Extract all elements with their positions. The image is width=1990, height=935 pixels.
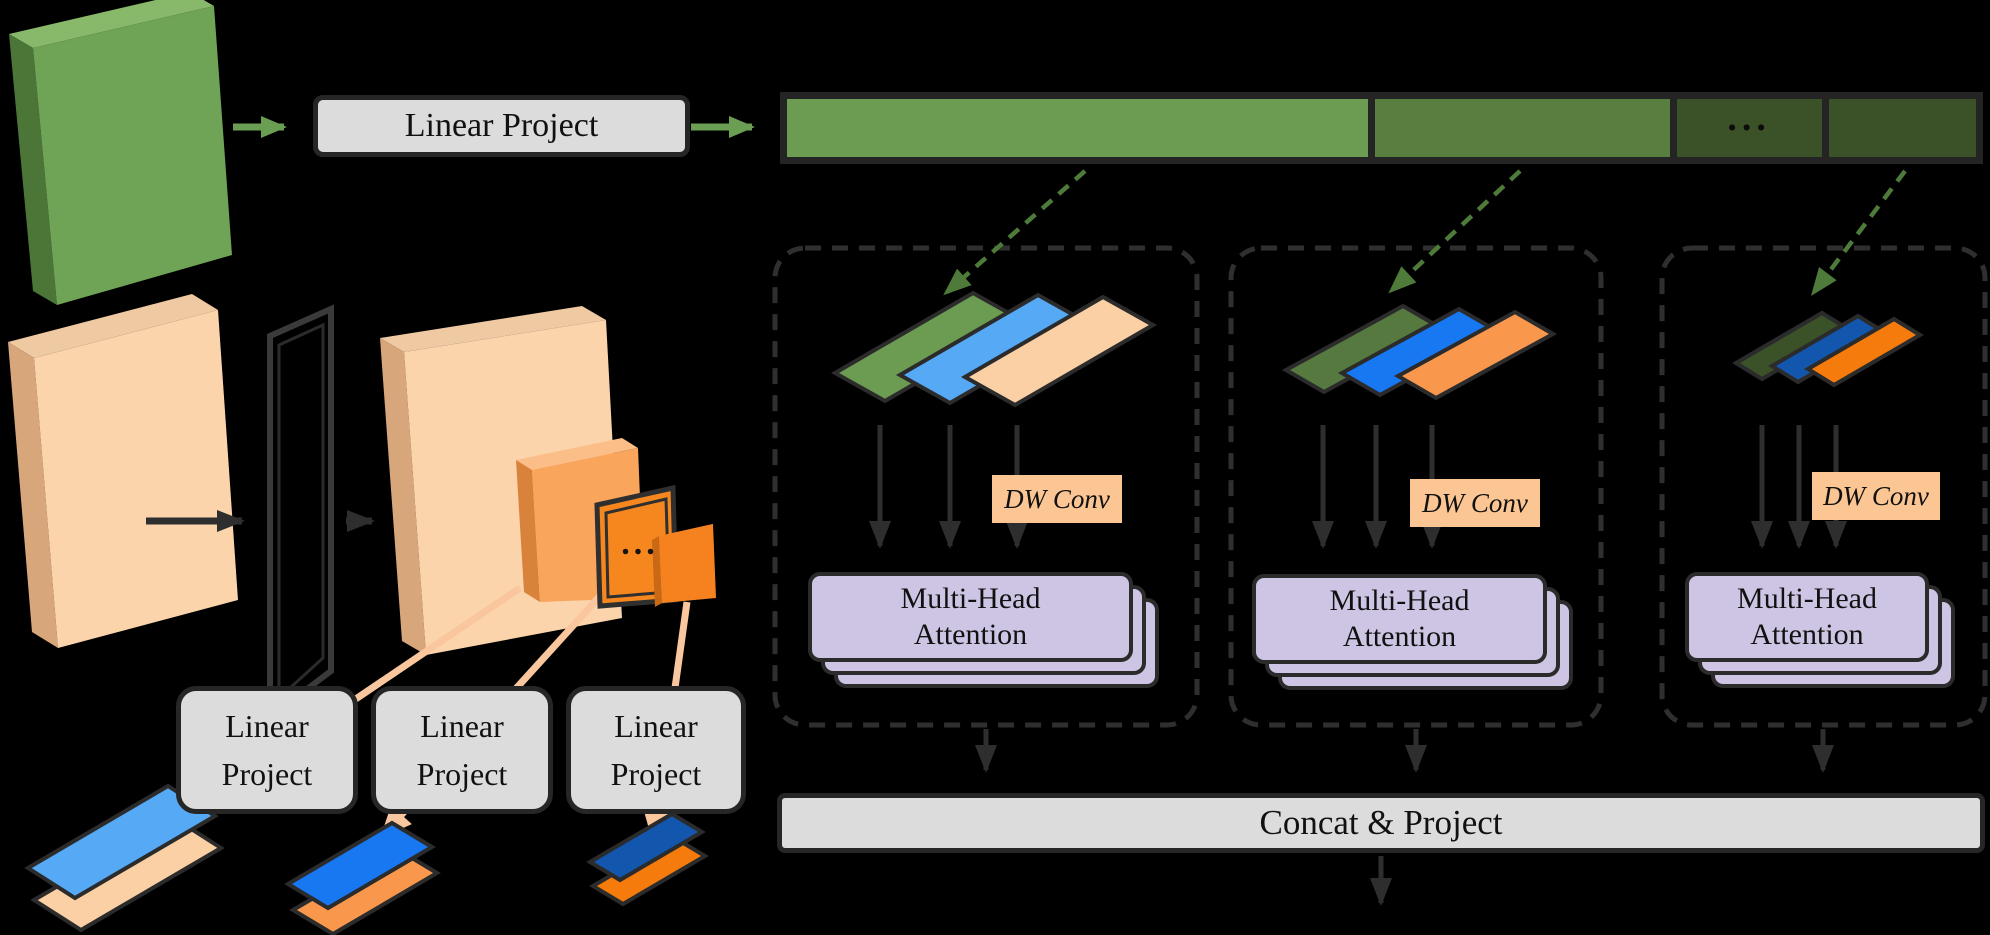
token-sequence-bar: ... xyxy=(780,92,1983,164)
multi-head-attention-stack-3: Multi-Head Attention xyxy=(1685,572,1955,688)
linear-project-top-label: Linear Project xyxy=(404,107,599,144)
mha-line1: Multi-Head xyxy=(1329,584,1470,617)
token-segment-4 xyxy=(1828,99,1977,157)
concat-project-bar: Concat & Project xyxy=(777,793,1985,853)
token-dashed-arrow-2 xyxy=(1388,169,1522,294)
mha-line2: Attention xyxy=(913,618,1028,651)
projected-pair-1-icon xyxy=(24,783,225,933)
dw-conv-box-1: DW Conv xyxy=(992,475,1122,523)
mha-box-1: Multi-Head Attention xyxy=(808,572,1133,662)
token-segment-ellipsis: ... xyxy=(1676,97,1822,157)
dw-conv-box-3: DW Conv xyxy=(1812,472,1940,520)
multi-head-attention-stack-2: Multi-Head Attention xyxy=(1252,574,1573,690)
mha-line2: Attention xyxy=(1342,620,1457,653)
projected-pair-2-icon xyxy=(284,820,441,935)
dw-conv-box-2: DW Conv xyxy=(1410,479,1540,527)
linear-project-line1: Linear xyxy=(420,708,504,744)
token-ellipsis-label: ... xyxy=(1727,97,1771,139)
block-3-sheets-icon xyxy=(1732,310,1924,388)
concat-project-label: Concat & Project xyxy=(1259,803,1503,842)
linear-project-box-3: Linear Project xyxy=(566,686,746,814)
attention-block-3-border xyxy=(1659,245,1988,728)
attention-block-1-border xyxy=(772,245,1200,728)
linear-project-box-1: Linear Project xyxy=(176,686,358,814)
linear-project-line1: Linear xyxy=(225,708,309,744)
mha-box-3: Multi-Head Attention xyxy=(1685,572,1929,662)
dw-conv-label-3: DW Conv xyxy=(1823,480,1929,511)
conv-frame-icon xyxy=(267,304,334,724)
linear-project-top-box: Linear Project xyxy=(313,95,690,157)
green-feature-slab-icon xyxy=(9,0,232,305)
mha-line2: Attention xyxy=(1750,618,1864,651)
pyramid-panel-4-icon xyxy=(652,524,716,607)
linear-project-line2: Project xyxy=(416,756,508,792)
multi-head-attention-stack-1: Multi-Head Attention xyxy=(808,572,1159,688)
block-2-sheets-icon xyxy=(1281,303,1558,401)
token-dashed-arrow-1 xyxy=(943,169,1087,296)
linear-project-box-2: Linear Project xyxy=(371,686,553,814)
token-segment-2 xyxy=(1375,99,1670,157)
mha-box-2: Multi-Head Attention xyxy=(1252,574,1547,664)
linear-project-line2: Project xyxy=(610,756,702,792)
input-feature-slab-icon xyxy=(8,294,238,648)
token-segment-1 xyxy=(787,99,1369,157)
dw-conv-label-1: DW Conv xyxy=(1004,483,1110,514)
linear-project-line2: Project xyxy=(221,756,313,792)
mha-line1: Multi-Head xyxy=(1737,582,1877,615)
mha-line1: Multi-Head xyxy=(900,582,1041,615)
projected-pair-3-icon xyxy=(586,811,709,907)
linear-project-line1: Linear xyxy=(614,708,698,744)
block-1-sheets-icon xyxy=(830,290,1158,408)
attention-block-2-border xyxy=(1228,245,1604,728)
pyramid-ellipsis-label: ... xyxy=(621,525,659,562)
token-dashed-arrow-3 xyxy=(1810,169,1907,296)
dw-conv-label-2: DW Conv xyxy=(1422,487,1528,518)
